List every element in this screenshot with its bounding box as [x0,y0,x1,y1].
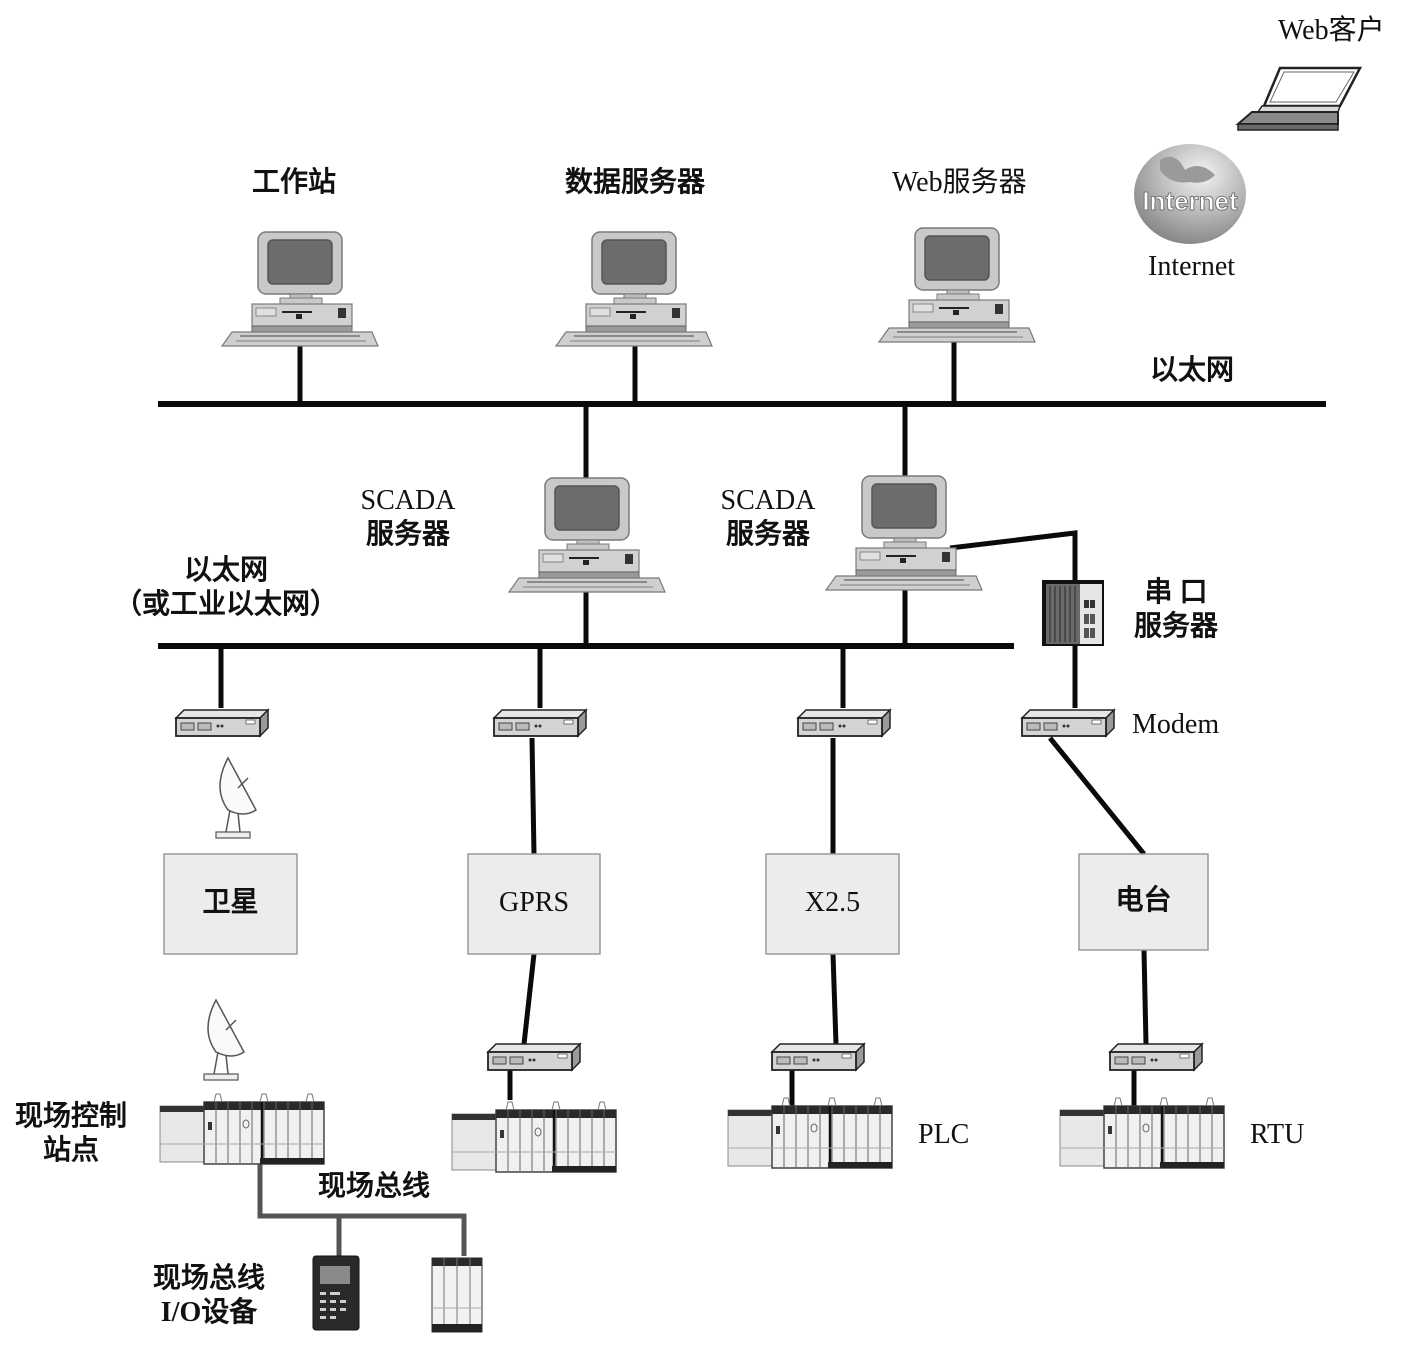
ethernet-label: 以太网 [1150,355,1235,386]
workstation-computer-icon [221,231,379,347]
internet-globe-label: Internet [1142,186,1238,216]
web-client-label: Web客户 [1278,15,1385,46]
link-x25-bottom [830,953,839,1045]
link-gprs-bottom [521,953,537,1045]
fieldbus-line [257,1164,467,1256]
link-serial [949,530,1078,590]
field-control-station-label: 现场控制 站点 [8,1100,134,1168]
web-server-label: Web服务器 [892,167,1027,198]
field-control-station-rack-icon [158,1092,326,1166]
channel-box-radio [1078,853,1209,951]
web-server-computer-icon [878,227,1036,343]
channel-label-radio: 电台 [1115,885,1172,916]
field-control-station-label-line2: 站点 [42,1135,99,1166]
industrial-ethernet-label: 以太网 （或工业以太网） [106,554,346,622]
scada-server-2-label-line1: SCADA [720,485,816,516]
modem-icon-satellite [175,709,269,737]
satellite-dish-icon-field [203,999,245,1081]
gprs-rack-icon [450,1100,618,1174]
fieldbus-io-label: 现场总线 I/O设备 [146,1262,272,1330]
channel-label-x25: X2.5 [804,887,861,918]
internet-globe-icon: Internet [1134,144,1246,244]
link-radio-top [1048,736,1146,856]
satellite-dish-icon-top [215,757,257,839]
link-radio-bottom [1141,949,1149,1045]
rtu-label: RTU [1250,1119,1305,1150]
field-modem-icon-gprs [487,1043,581,1071]
serial-server-label: 串 口 服务器 [1128,576,1224,644]
channel-box-gprs [467,853,601,955]
fieldbus-io-label-line2: I/O设备 [160,1297,258,1328]
industrial-ethernet-label-line2: （或工业以太网） [113,589,338,620]
serial-server-icon [1042,580,1104,646]
channel-label-gprs: GPRS [498,887,570,918]
industrial-ethernet-label-line1: 以太网 [183,555,268,586]
fieldbus-io-label-line1: 现场总线 [152,1263,265,1294]
workstation-label: 工作站 [252,167,337,198]
channel-label-satellite: 卫星 [202,887,259,918]
channel-box-satellite [163,853,298,955]
scada-server-1-label-line1: SCADA [360,485,456,516]
scada-server-2-label: SCADA 服务器 [718,484,818,552]
internet-label: Internet [1148,251,1236,282]
data-server-label: 数据服务器 [565,167,706,198]
link-gprs-top [529,737,537,855]
plc-label: PLC [918,1119,970,1150]
scada-server-1-computer-icon [508,477,666,593]
scada-server-1-label-line2: 服务器 [365,519,450,550]
handheld-io-device-icon [312,1255,360,1331]
modem-label: Modem [1132,709,1220,740]
io-module-rack-icon [431,1257,483,1333]
serial-server-label-line1: 串 口 [1144,577,1208,608]
channel-box-x25 [765,853,900,955]
modem-icon-radio [1021,709,1115,737]
scada-server-1-label: SCADA 服务器 [358,484,458,552]
modem-icon-gprs [493,709,587,737]
serial-server-label-line2: 服务器 [1133,611,1218,642]
data-server-computer-icon [555,231,713,347]
field-modem-icon-rtu [1109,1043,1203,1071]
laptop-icon [1235,66,1363,131]
field-control-station-label-line1: 现场控制 [14,1101,127,1132]
modem-icon-x25 [797,709,891,737]
fieldbus-label: 现场总线 [318,1171,431,1202]
rtu-rack-icon [1058,1096,1226,1170]
plc-rack-icon [726,1096,894,1170]
scada-server-2-computer-icon [825,475,983,591]
field-modem-icon-plc [771,1043,865,1071]
scada-server-2-label-line2: 服务器 [725,519,810,550]
